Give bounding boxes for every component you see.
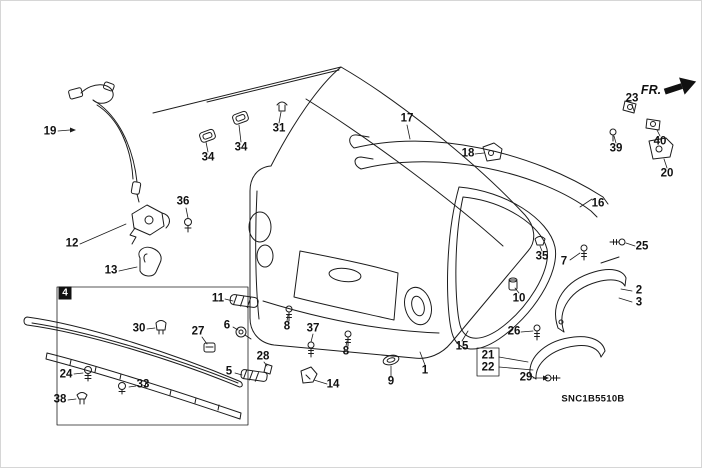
callout-8-b: 8: [342, 345, 350, 358]
callout-2: 2: [635, 284, 643, 297]
callout-36: 36: [176, 195, 190, 208]
callout-27: 27: [191, 325, 205, 338]
callout-18: 18: [461, 147, 475, 160]
callout-11: 11: [211, 292, 225, 305]
callout-8-a: 8: [283, 320, 291, 333]
callout-16: 16: [591, 197, 605, 210]
callout-39: 39: [609, 142, 623, 155]
callout-33: 33: [136, 378, 150, 391]
spoiler-group: [23, 286, 249, 426]
callout-38: 38: [53, 393, 67, 406]
callout-1: 1: [421, 364, 429, 377]
callout-23: 23: [625, 92, 639, 105]
trunk-weatherstrip: [447, 186, 557, 350]
trunk-hinge-lower: [529, 336, 606, 380]
callout-29: 29: [519, 371, 533, 384]
callout-30: 30: [132, 322, 146, 335]
callout-3: 3: [635, 296, 643, 309]
callout-24: 24: [59, 368, 73, 381]
callout-28: 28: [256, 350, 270, 363]
callout-10: 10: [512, 292, 526, 305]
callout-19: 19: [43, 125, 57, 138]
callout-5: 5: [225, 365, 233, 378]
diagram-code: SNC1B5510B: [561, 393, 625, 405]
callout-31: 31: [272, 122, 286, 135]
trunk-hinge-upper: [555, 256, 627, 333]
callout-6: 6: [223, 319, 231, 332]
callout-21-22-box: [476, 347, 500, 377]
callout-20: 20: [660, 167, 674, 180]
callout-26: 26: [507, 325, 521, 338]
callout-21: 21: [481, 349, 495, 362]
callout-34-b: 34: [234, 141, 248, 154]
small-parts: [76, 101, 626, 405]
callout-40: 40: [653, 135, 667, 148]
fr-direction-arrow: [663, 77, 697, 95]
latch-piece-18: [482, 142, 503, 162]
callout-7: 7: [560, 255, 568, 268]
callout-15: 15: [455, 340, 469, 353]
callout-12: 12: [65, 237, 79, 250]
opener-cable: [68, 81, 142, 203]
fr-label: FR.: [640, 83, 662, 97]
callout-22: 22: [481, 361, 495, 374]
callout-13: 13: [104, 264, 118, 277]
leader-lines: [57, 103, 668, 401]
callout-17: 17: [400, 112, 414, 125]
callout-37: 37: [306, 322, 320, 335]
callout-25: 25: [635, 240, 649, 253]
trunk-lid-panel: [152, 66, 535, 359]
trunk-latch-assembly: [129, 204, 170, 277]
torsion-bars: [349, 134, 609, 218]
callout-34-a: 34: [201, 151, 215, 164]
group-4-badge: 4: [58, 286, 72, 300]
callout-35: 35: [535, 250, 549, 263]
lock-striker-cluster: [609, 100, 674, 160]
callout-9: 9: [387, 375, 395, 388]
callout-14: 14: [326, 378, 340, 391]
